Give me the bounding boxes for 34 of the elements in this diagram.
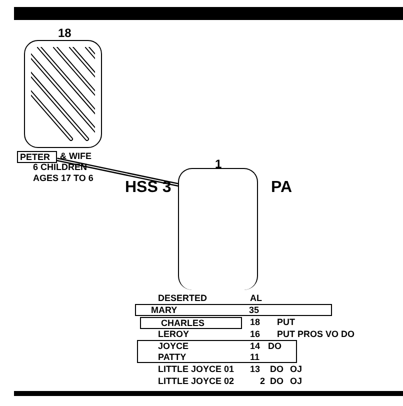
outlined-box [140, 317, 242, 329]
text-label: LITTLE JOYCE 01 [158, 364, 234, 375]
text-label: AL [250, 293, 262, 304]
text-label: 13 [250, 364, 260, 375]
outlined-box [17, 151, 57, 163]
connector-line [56, 158, 180, 187]
table-text: 14 [250, 341, 260, 352]
text-label: 2 [260, 376, 266, 387]
side-label: PA [271, 179, 292, 197]
text-label: LEROY [158, 329, 190, 340]
text-label: OJ [290, 376, 302, 387]
table-text: 11 [250, 352, 260, 363]
text-label: LITTLE JOYCE 02 [158, 376, 234, 387]
table-text: PETER [20, 152, 50, 163]
table-text: JOYCE [158, 341, 189, 352]
table-text: MARY [151, 305, 178, 316]
outlined-box [137, 340, 297, 363]
text-label: PUT [277, 317, 295, 328]
outlined-box [135, 304, 332, 316]
text-label: 16 [250, 329, 260, 340]
table-text: CHARLES [161, 318, 205, 329]
text-label: PUT PROS VO DO [277, 329, 355, 340]
text-label: DO [270, 376, 284, 387]
node-number: 1 [215, 159, 222, 170]
text-label: OJ [290, 364, 302, 375]
table-text: 35 [249, 305, 260, 316]
table-text: PATTY [158, 352, 186, 363]
node-number: 18 [58, 28, 72, 39]
text-label: & WIFE [60, 151, 92, 162]
table-text: DO [268, 341, 282, 352]
text-label: 18 [250, 317, 260, 328]
text-label: DESERTED [158, 293, 208, 304]
text-label: DO [270, 364, 284, 375]
text-label: AGES 17 TO 6 [33, 173, 94, 184]
